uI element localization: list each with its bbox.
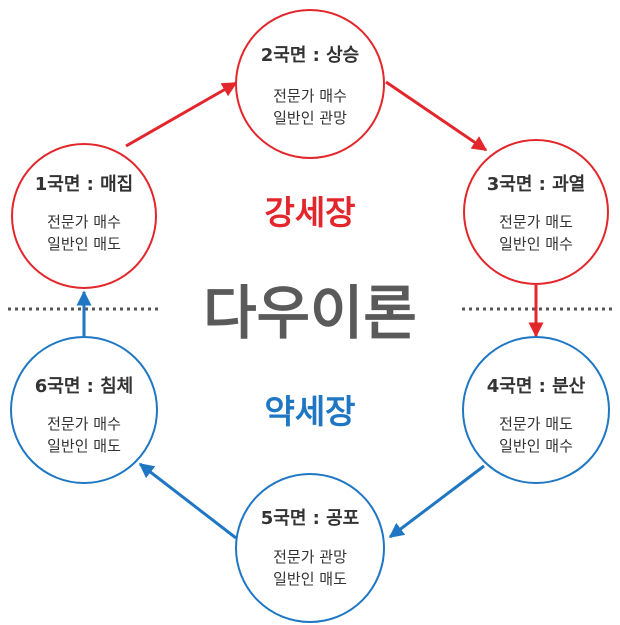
phase-4-circle <box>462 336 610 484</box>
phase-5-node: 5국면 : 공포 전문가 관망 일반인 매도 <box>235 473 385 623</box>
phase-3-title: 3국면 : 과열 <box>487 174 586 195</box>
phase-4-line-2: 일반인 매수 <box>499 437 573 455</box>
phase-5-circle <box>235 473 385 623</box>
arrow-2-to-3 <box>385 80 488 152</box>
weak-market-label: 약세장 <box>264 392 355 431</box>
phase-5-line-2: 일반인 매도 <box>273 570 347 588</box>
phase-1-node: 1국면 : 매집 전문가 매수 일반인 매도 <box>11 143 157 289</box>
phase-2-circle <box>235 9 385 159</box>
phase-1-title: 1국면 : 매집 <box>35 174 134 195</box>
arrow-4-to-5 <box>388 464 485 539</box>
phase-3-line-2: 일반인 매수 <box>499 235 573 253</box>
phase-2-title: 2국면 : 상승 <box>261 45 360 66</box>
phase-3-line-1: 전문가 매도 <box>499 213 573 231</box>
phase-6-line-1: 전문가 매수 <box>47 415 121 433</box>
phase-6-line-2: 일반인 매도 <box>47 437 121 455</box>
phase-4-line-1: 전문가 매도 <box>499 415 573 433</box>
phase-1-circle <box>11 143 157 289</box>
center-title: 다우이론 <box>203 279 416 347</box>
phase-5-title: 5국면 : 공포 <box>261 508 360 529</box>
phase-6-circle <box>10 336 158 484</box>
phase-6-node: 6국면 : 침체 전문가 매수 일반인 매도 <box>10 336 158 484</box>
phase-4-title: 4국면 : 분산 <box>487 376 586 397</box>
phase-3-circle <box>463 139 609 285</box>
phase-4-node: 4국면 : 분산 전문가 매도 일반인 매수 <box>462 336 610 484</box>
phase-1-line-2: 일반인 매도 <box>47 235 121 253</box>
phase-2-line-1: 전문가 매수 <box>273 87 347 105</box>
phase-1-line-1: 전문가 매수 <box>47 213 121 231</box>
phase-6-title: 6국면 : 침체 <box>35 376 134 397</box>
phase-2-node: 2국면 : 상승 전문가 매수 일반인 관망 <box>235 9 385 159</box>
strong-market-label: 강세장 <box>264 193 355 232</box>
arrow-1-to-2 <box>125 81 238 148</box>
phase-3-node: 3국면 : 과열 전문가 매도 일반인 매수 <box>463 139 609 285</box>
phase-2-line-2: 일반인 관망 <box>273 109 347 127</box>
phase-5-line-1: 전문가 관망 <box>273 548 347 566</box>
arrow-5-to-6 <box>138 462 237 540</box>
